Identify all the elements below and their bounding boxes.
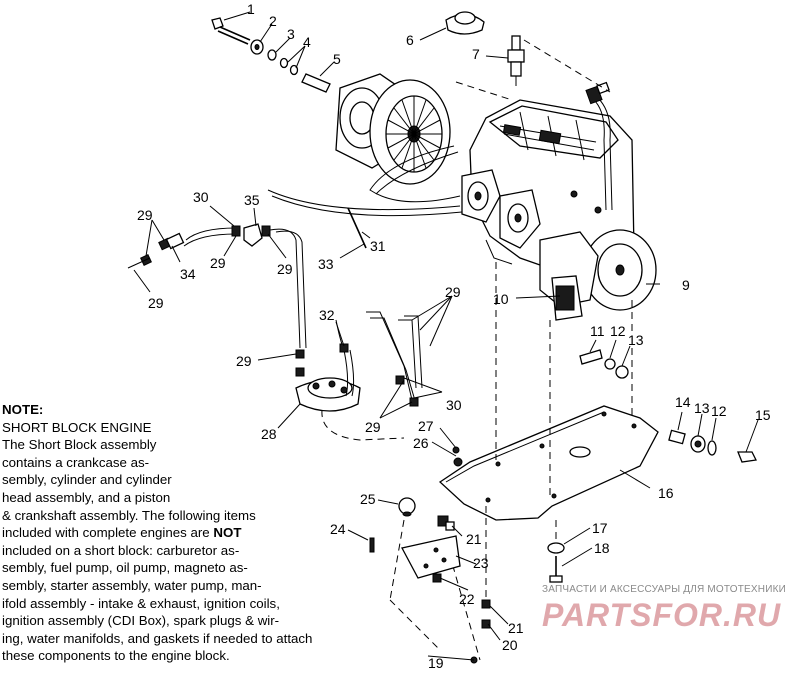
callout-29f: 29 xyxy=(445,284,461,300)
callout-35: 35 xyxy=(244,192,260,208)
callout-32: 32 xyxy=(319,307,335,323)
callout-29b: 29 xyxy=(210,255,226,271)
note-text: included with complete engines are xyxy=(2,525,214,541)
note-emphasis: NOT xyxy=(213,525,242,541)
control-cables xyxy=(267,145,463,249)
callout-6: 6 xyxy=(406,32,414,48)
leader-lines xyxy=(133,11,759,641)
callout-16: 16 xyxy=(658,485,674,501)
callout-28: 28 xyxy=(261,426,277,442)
callout-29c: 29 xyxy=(277,261,293,277)
callout-1: 1 xyxy=(247,1,255,17)
callout-3: 3 xyxy=(287,26,295,42)
callout-21a: 21 xyxy=(466,531,482,547)
note-line: sembly, cylinder and cylinder xyxy=(2,472,172,488)
watermark-logo: PARTSFOR.RU xyxy=(541,597,782,633)
note-line: ignition assembly (CDI Box), spark plugs… xyxy=(2,613,280,629)
callout-33: 33 xyxy=(318,256,334,272)
callout-23: 23 xyxy=(473,555,489,571)
callout-labels: 1 2 3 4 5 6 7 9 10 11 12 13 14 13 12 15 … xyxy=(137,1,771,671)
ignition-wire xyxy=(585,81,613,211)
note-line: ing, water manifolds, and gaskets if nee… xyxy=(2,630,313,646)
note-line: ifold assembly - intake & exhaust, ignit… xyxy=(2,595,280,611)
callout-18: 18 xyxy=(594,540,610,556)
callout-29g: 29 xyxy=(365,419,381,435)
callout-20: 20 xyxy=(502,637,518,653)
callout-30b: 30 xyxy=(446,397,462,413)
cap-part-6 xyxy=(445,11,485,35)
callout-13a: 13 xyxy=(628,332,644,348)
callout-27: 27 xyxy=(418,418,434,434)
callout-13b: 13 xyxy=(694,400,710,416)
callout-5: 5 xyxy=(333,51,341,67)
callout-26: 26 xyxy=(413,435,429,451)
fuel-line-assembly xyxy=(127,223,307,377)
callout-29e: 29 xyxy=(236,353,252,369)
callout-34: 34 xyxy=(180,266,196,282)
watermark-tagline: ЗАПЧАСТИ И АКСЕССУАРЫ ДЛЯ МОТОТЕХНИКИ xyxy=(541,584,786,595)
callout-14: 14 xyxy=(675,394,691,410)
callout-29a: 29 xyxy=(137,207,153,223)
note-line: sembly, fuel pump, oil pump, magneto as- xyxy=(2,560,248,576)
callout-12b: 12 xyxy=(711,403,727,419)
hardware-right xyxy=(547,349,757,583)
callout-21b: 21 xyxy=(508,620,524,636)
callout-10: 10 xyxy=(493,291,509,307)
hardware-lower xyxy=(369,446,491,664)
callout-9: 9 xyxy=(682,277,690,293)
callout-12a: 12 xyxy=(610,323,626,339)
callout-4: 4 xyxy=(303,34,311,50)
note-line: SHORT BLOCK ENGINE xyxy=(2,419,152,435)
bolt-part-1 xyxy=(211,17,251,45)
note-line: The Short Block assembly xyxy=(2,437,157,453)
callout-30a: 30 xyxy=(193,189,209,205)
callout-22: 22 xyxy=(459,591,475,607)
note-line: head assembly, and a piston xyxy=(2,489,171,505)
parts-3-4 xyxy=(267,49,299,76)
note-line: included on a short block: carburetor as… xyxy=(2,542,240,558)
mounting-plate-part-16 xyxy=(438,405,659,521)
spark-plug-part-7 xyxy=(507,35,525,86)
spacer-part-5 xyxy=(301,73,331,93)
fuel-pump-part-28 xyxy=(295,311,423,441)
clutch-pulley-assembly xyxy=(335,73,451,185)
callout-29d: 29 xyxy=(148,295,164,311)
alignment-lines xyxy=(389,39,633,661)
watermark: ЗАПЧАСТИ И АКСЕССУАРЫ ДЛЯ МОТОТЕХНИКИ PA… xyxy=(542,584,786,634)
callout-2: 2 xyxy=(269,13,277,29)
callout-24: 24 xyxy=(330,521,346,537)
callout-11: 11 xyxy=(590,323,605,339)
note-line: & crankshaft assembly. The following ite… xyxy=(2,507,256,523)
note-line: sembly, starter assembly, water pump, ma… xyxy=(2,577,262,593)
note-line: these components to the engine block. xyxy=(2,648,230,664)
callout-7: 7 xyxy=(472,46,480,62)
engine-block xyxy=(461,99,657,321)
callout-25: 25 xyxy=(360,491,376,507)
callout-19: 19 xyxy=(428,655,444,671)
note-line: included with complete engines are NOT xyxy=(2,524,362,542)
callout-15: 15 xyxy=(755,407,771,423)
note-title: NOTE: xyxy=(2,402,44,417)
callout-31: 31 xyxy=(370,238,386,254)
short-block-note: NOTE: SHORT BLOCK ENGINE The Short Block… xyxy=(2,401,362,665)
note-line: contains a crankcase as- xyxy=(2,454,150,470)
callout-17: 17 xyxy=(592,520,608,536)
washer-part-2 xyxy=(250,39,264,55)
